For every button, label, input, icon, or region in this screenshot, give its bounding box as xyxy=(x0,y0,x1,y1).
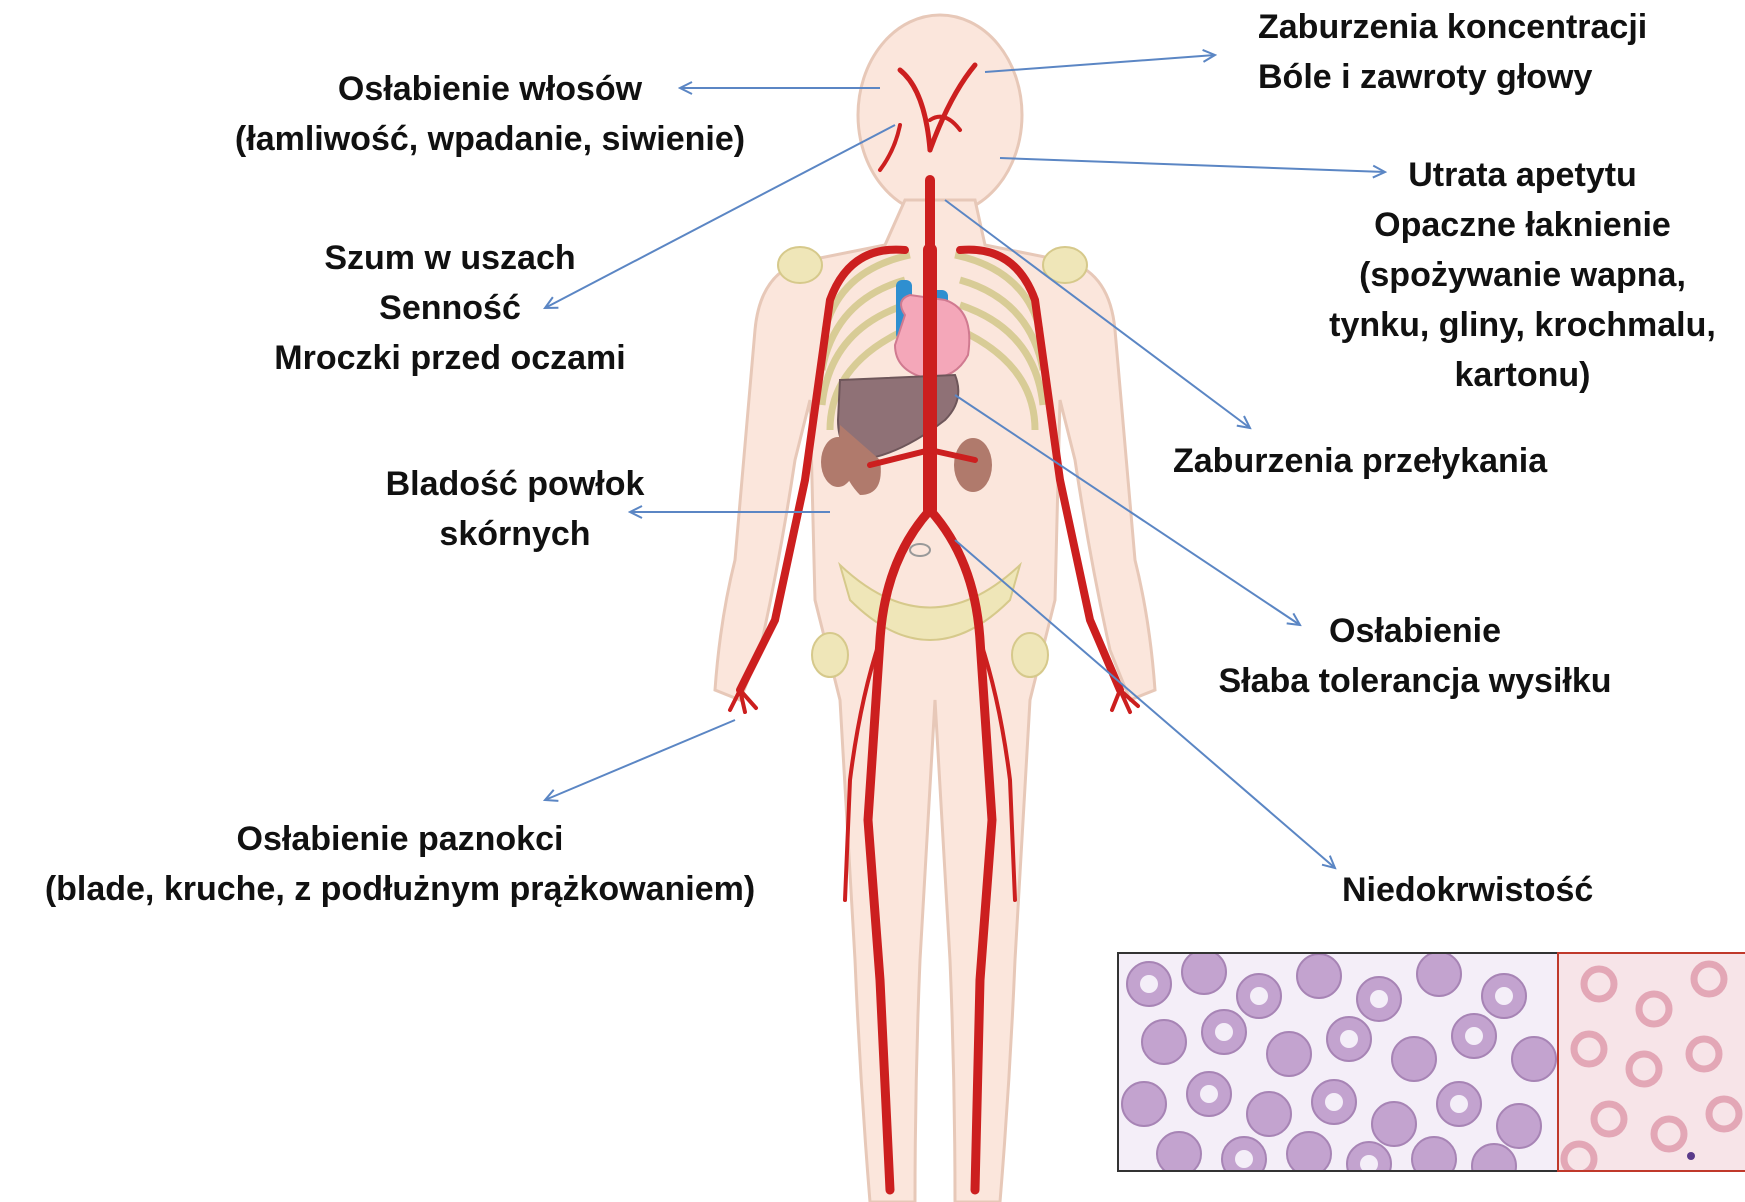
label-weakness-line: Osłabienie xyxy=(1190,606,1640,656)
label-swallow-line: Zaburzenia przełykania xyxy=(1173,436,1547,486)
label-ears-line: Mroczki przed oczami xyxy=(240,333,660,383)
label-appetite-line: tynku, gliny, krochmalu, xyxy=(1300,300,1745,350)
label-appetite-line: kartonu) xyxy=(1300,350,1745,400)
label-weakness-line: Słaba tolerancja wysiłku xyxy=(1190,656,1640,706)
label-anemia: Niedokrwistość xyxy=(1342,865,1593,915)
label-anemia-line: Niedokrwistość xyxy=(1342,865,1593,915)
label-nails-line: (blade, kruche, z podłużnym prążkowaniem… xyxy=(0,864,800,914)
label-hair: Osłabienie włosów (łamliwość, wpadanie, … xyxy=(200,64,780,164)
label-ears: Szum w uszach Senność Mroczki przed ocza… xyxy=(240,233,660,383)
label-appetite-line: (spożywanie wapna, xyxy=(1300,250,1745,300)
label-appetite: Utrata apetytu Opaczne łaknienie (spożyw… xyxy=(1300,150,1745,400)
label-nails: Osłabienie paznokci (blade, kruche, z po… xyxy=(0,814,800,914)
label-ears-line: Senność xyxy=(240,283,660,333)
label-skin-line: skórnych xyxy=(345,509,685,559)
label-hair-line: (łamliwość, wpadanie, siwienie) xyxy=(200,114,780,164)
label-head-line: Bóle i zawroty głowy xyxy=(1258,52,1647,102)
arrow-icon xyxy=(985,55,1215,72)
label-ears-line: Szum w uszach xyxy=(240,233,660,283)
label-swallow: Zaburzenia przełykania xyxy=(1173,436,1547,486)
label-weakness: Osłabienie Słaba tolerancja wysiłku xyxy=(1190,606,1640,706)
blood-smear-anemic xyxy=(1557,952,1745,1172)
label-head-line: Zaburzenia koncentracji xyxy=(1258,2,1647,52)
blood-smear-image xyxy=(1559,954,1745,1170)
label-hair-line: Osłabienie włosów xyxy=(200,64,780,114)
label-nails-line: Osłabienie paznokci xyxy=(0,814,800,864)
label-skin-line: Bladość powłok xyxy=(345,459,685,509)
blood-smear-image xyxy=(1119,954,1559,1170)
label-skin: Bladość powłok skórnych xyxy=(345,459,685,559)
label-appetite-line: Opaczne łaknienie xyxy=(1300,200,1745,250)
label-head: Zaburzenia koncentracji Bóle i zawroty g… xyxy=(1258,2,1647,102)
label-appetite-line: Utrata apetytu xyxy=(1300,150,1745,200)
arrow-icon xyxy=(545,720,735,800)
blood-smear-normal xyxy=(1117,952,1561,1172)
